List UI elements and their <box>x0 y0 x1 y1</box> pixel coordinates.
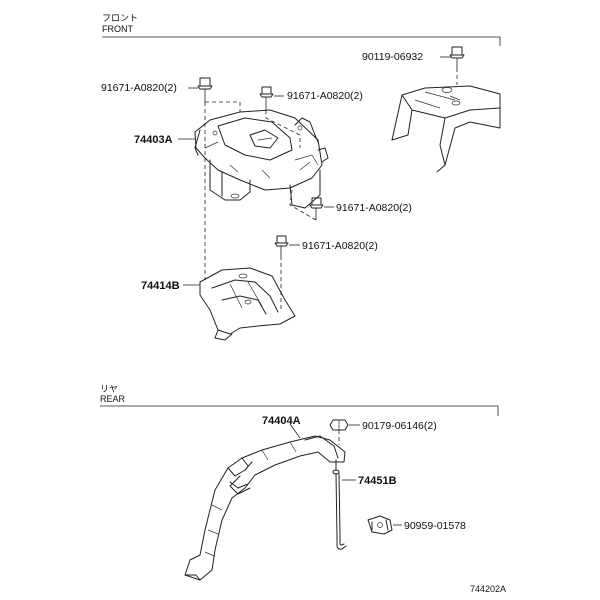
part-number-74451b: 74451B <box>358 475 397 487</box>
rear-section-header: リヤ REAR <box>100 384 499 416</box>
bracket-74414b <box>199 267 296 341</box>
rear-label-en: REAR <box>100 394 126 404</box>
part-number-mid-right: 91671-A0820(2) <box>336 202 412 214</box>
part-number-90959-01578: 90959-01578 <box>404 520 466 532</box>
rod-74451b <box>332 459 347 550</box>
part-number-74403a: 74403A <box>134 134 173 146</box>
bolt-lower-icon <box>274 235 289 256</box>
bolt-upper-left-icon <box>197 77 213 102</box>
front-section-frame <box>102 36 501 46</box>
rear-label-jp: リヤ <box>100 384 118 394</box>
front-label-jp: フロント <box>102 13 138 23</box>
clip-90959-icon <box>367 515 393 535</box>
front-label-en: FRONT <box>102 24 133 34</box>
part-number-upper-mid: 91671-A0820(2) <box>287 90 363 102</box>
bracket-74403a <box>194 109 329 209</box>
front-section-header: フロント FRONT <box>102 13 501 46</box>
bolt-mid-right-icon <box>309 197 324 220</box>
bolt-upper-mid-icon <box>259 86 274 110</box>
clamp-74404a <box>184 435 346 581</box>
bolt-90119-icon <box>449 46 465 85</box>
dash-upper-mid <box>265 110 301 148</box>
body-panel <box>391 85 501 173</box>
part-number-lower: 91671-A0820(2) <box>302 240 378 252</box>
part-number-74404a: 74404A <box>262 415 301 427</box>
diagram-reference: 744202A <box>470 584 506 594</box>
part-number-74414b: 74414B <box>141 280 180 292</box>
nut-90179-icon <box>329 419 349 431</box>
rear-section-frame <box>100 405 499 416</box>
leader-74404a <box>289 423 301 439</box>
dash-upper-left <box>205 101 241 112</box>
dash-mid-right <box>289 189 317 221</box>
part-number-upper-left: 91671-A0820(2) <box>101 82 177 94</box>
part-number-90179-06146: 90179-06146(2) <box>362 420 437 432</box>
part-number-90119-06932: 90119-06932 <box>362 51 423 63</box>
